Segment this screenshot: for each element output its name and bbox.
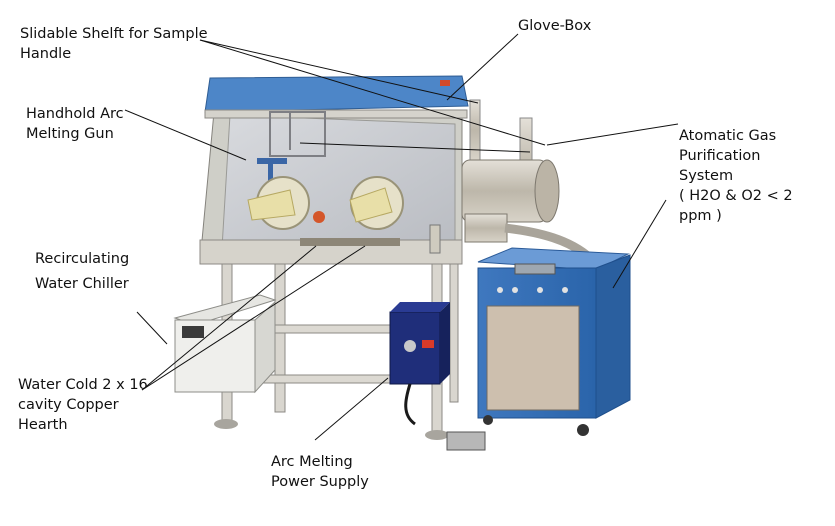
arc-power-supply	[389, 302, 486, 451]
label-gas-purification: Atomatic Gas Purification System ( H2O &…	[679, 126, 793, 226]
leader-power-supply	[314, 377, 389, 441]
label-line: Arc Melting	[271, 454, 353, 470]
water-chiller	[173, 294, 277, 394]
label-line: Hearth	[18, 417, 68, 433]
label-line: ppm )	[679, 208, 722, 224]
label-line: Water Chiller	[35, 276, 129, 292]
leader-slidable-shelf	[199, 39, 479, 104]
label-line: Handhold Arc	[26, 106, 124, 122]
leader-arc-gun	[124, 109, 247, 161]
leader-copper-hearth-1	[141, 245, 317, 391]
label-line: Atomatic Gas	[679, 128, 777, 144]
label-glove-box: Glove-Box	[518, 16, 591, 36]
label-line: Purification	[679, 148, 761, 164]
label-power-supply: Arc Melting Power Supply	[271, 452, 369, 492]
label-line: Handle	[20, 46, 72, 62]
label-line: cavity Copper	[18, 397, 119, 413]
label-copper-hearth: Water Cold 2 x 16 cavity Copper Hearth	[18, 375, 148, 435]
label-arc-gun: Handhold Arc Melting Gun	[26, 104, 124, 144]
leader-copper-hearth-2	[141, 245, 366, 391]
label-water-chiller: Recirculating Water Chiller	[35, 247, 129, 297]
label-slidable-shelf: Slidable Shelft for Sample Handle	[20, 24, 208, 64]
gas-purification-system	[461, 99, 594, 262]
glove-box	[199, 75, 469, 265]
label-line: Recirculating	[35, 251, 130, 267]
leader-lines	[124, 33, 679, 441]
leader-cabinet	[612, 199, 667, 289]
label-line: Water Cold 2 x 16	[18, 377, 148, 393]
leader-water-chiller	[136, 311, 168, 345]
label-line: Melting Gun	[26, 126, 114, 142]
label-line: System	[679, 168, 734, 184]
label-line: Slidable Shelft for Sample	[20, 26, 208, 42]
leader-glove-box	[446, 33, 519, 101]
leader-shelf-handle	[299, 142, 531, 153]
leader-slidable-shelf-2	[199, 39, 546, 146]
leader-gas-purification	[546, 123, 679, 146]
label-line: ( H2O & O2 < 2	[679, 188, 793, 204]
purification-cabinet	[477, 247, 631, 436]
label-line: Glove-Box	[518, 18, 592, 34]
label-line: Power Supply	[271, 474, 369, 490]
